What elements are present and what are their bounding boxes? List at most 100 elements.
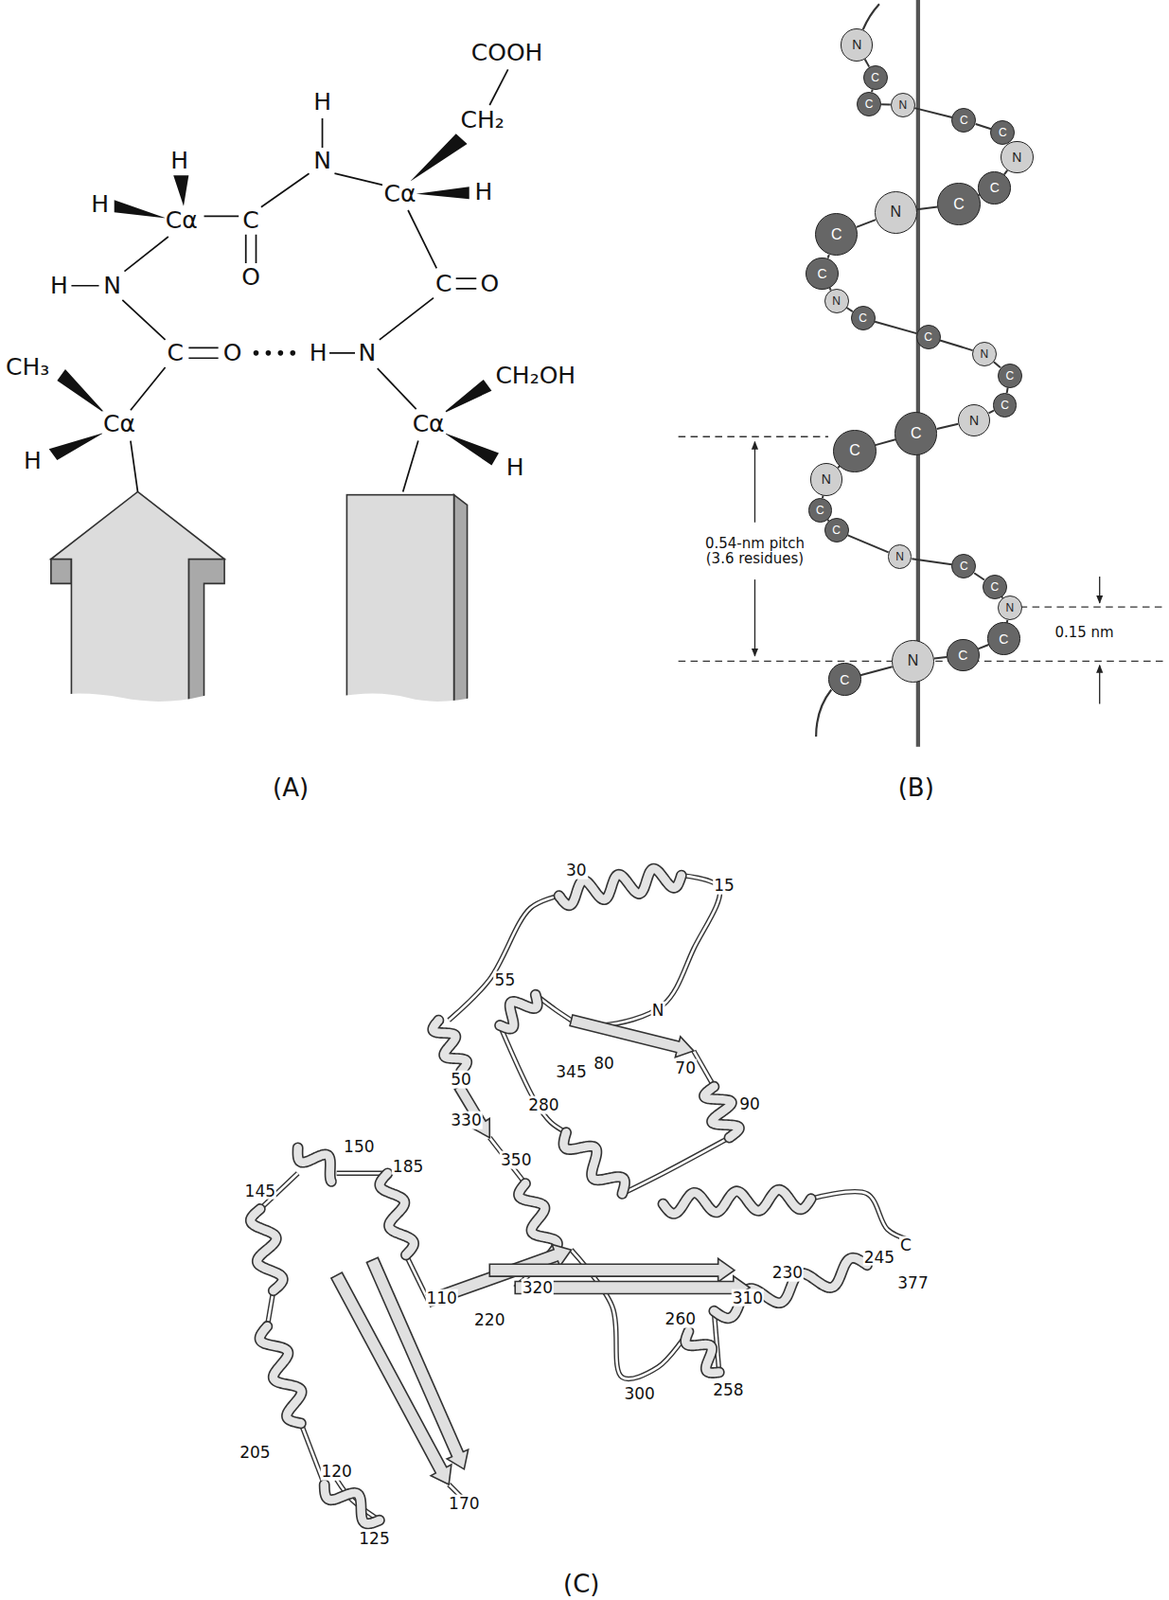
atom-label: H [49, 272, 70, 300]
atom-label: C [241, 207, 260, 234]
dimension-dashes [678, 436, 1166, 661]
atom-symbol: N [907, 653, 920, 669]
atom-symbol: N [895, 550, 904, 563]
alpha-helix-ribbon [260, 1326, 302, 1423]
atom-symbol: C [998, 632, 1009, 646]
atom-symbol: N [898, 99, 907, 111]
nitrogen-atom: N [887, 544, 913, 569]
alpha-helix-ribbon [432, 1020, 467, 1072]
residue-number: 345 [554, 1062, 587, 1081]
carbon-atom: C [828, 662, 861, 695]
atom-label: C [434, 270, 453, 298]
alpha-helix-ribbon [379, 1172, 414, 1255]
alpha-helix-ribbon [499, 994, 538, 1029]
residue-number: 320 [521, 1278, 554, 1297]
alpha-helix-ribbon [432, 1020, 467, 1072]
alpha-helix-ribbon [713, 1257, 868, 1319]
residue-number: 15 [712, 876, 736, 895]
carbon-atom: C [832, 429, 876, 473]
carbon-atom: C [977, 171, 1010, 204]
alpha-helix-ribbon [563, 1132, 624, 1194]
atom-symbol: C [923, 331, 933, 343]
alpha-helix-ribbon [662, 1189, 811, 1214]
atom-symbol: C [953, 196, 965, 213]
atom-label: Cα [102, 411, 137, 439]
backbone-bond [865, 58, 870, 67]
atom-symbol: N [889, 204, 902, 220]
atom-symbol: C [839, 673, 850, 687]
residue-number: 50 [449, 1070, 473, 1089]
alpha-helix-ribbon [662, 1189, 811, 1214]
beta-strand-arrow [514, 1275, 750, 1300]
alpha-helix-ribbon [298, 1147, 332, 1182]
alpha-helix-ribbon [563, 1132, 624, 1194]
backbone-bond [974, 572, 985, 580]
atom-symbol: N [1011, 150, 1022, 164]
atom-label: H [89, 191, 110, 218]
alpha-helix-ribbon [704, 1086, 740, 1138]
atom-symbol: C [832, 524, 841, 536]
carbon-atom: C [814, 212, 858, 256]
atom-label: O [222, 339, 244, 367]
pitch-arrow [754, 442, 756, 523]
carbon-atom: C [951, 553, 976, 579]
helix-rod-side [454, 495, 468, 709]
residue-number: 30 [565, 861, 588, 880]
alpha-helix-ribbon [379, 1172, 414, 1255]
coil-loop [693, 1050, 715, 1087]
atom-label: O [240, 264, 262, 291]
carbon-atom: C [937, 182, 980, 226]
residue-number: 350 [499, 1151, 532, 1169]
residue-number: 260 [664, 1310, 697, 1329]
atom-symbol: N [851, 37, 862, 52]
nitrogen-atom: N [972, 341, 997, 367]
atom-label: H [308, 339, 329, 367]
alpha-helix-ribbon [298, 1147, 332, 1182]
atom-symbol: C [959, 114, 969, 126]
carbon-atom: C [951, 107, 976, 133]
atom-symbol: C [870, 71, 880, 84]
backbone-bond [911, 558, 952, 565]
atom-label: CH₃ [4, 354, 51, 381]
strand-arrow [51, 491, 225, 709]
atom-symbol: C [1006, 370, 1015, 382]
alpha-helix-ribbon [324, 1484, 380, 1524]
alpha-helix-ribbon [250, 1208, 284, 1291]
carbon-atom: C [850, 305, 876, 331]
atom-label: COOH [470, 39, 545, 67]
backbone-bond [934, 656, 947, 659]
carbon-atom: C [946, 638, 979, 672]
residue-number: 55 [494, 970, 517, 989]
backbone-bond [917, 206, 939, 210]
hydrogen-bond-dots [253, 350, 296, 356]
alpha-helix-ribbon [704, 1086, 740, 1138]
carbon-atom: C [992, 392, 1018, 418]
backbone-bond [939, 339, 974, 351]
carbon-atom: C [916, 324, 941, 350]
residue-number: 258 [711, 1380, 744, 1399]
alpha-helix-ribbon [713, 1257, 868, 1319]
nitrogen-atom: N [810, 462, 843, 496]
backbone-bond [975, 123, 992, 129]
nitrogen-atom: N [997, 595, 1023, 620]
residue-number: 90 [738, 1095, 762, 1114]
residue-number: 120 [319, 1462, 353, 1481]
coil-loop [693, 1050, 715, 1087]
panel-letter: (B) [897, 774, 936, 802]
alpha-helix-ribbon [250, 1208, 284, 1291]
bond-lines [70, 69, 508, 492]
atom-symbol: C [815, 504, 825, 516]
carbon-atom: C [856, 91, 882, 117]
ribbon-diagram [250, 868, 908, 1524]
backbone-bond [989, 410, 994, 414]
backbone-bond [874, 321, 917, 334]
backbone-bond [860, 666, 893, 675]
residue-number: 185 [391, 1156, 425, 1175]
backbone-bond [993, 361, 1001, 368]
coil-loop [811, 1191, 908, 1240]
atom-label: H [312, 88, 333, 116]
backbone-bond [914, 107, 953, 118]
